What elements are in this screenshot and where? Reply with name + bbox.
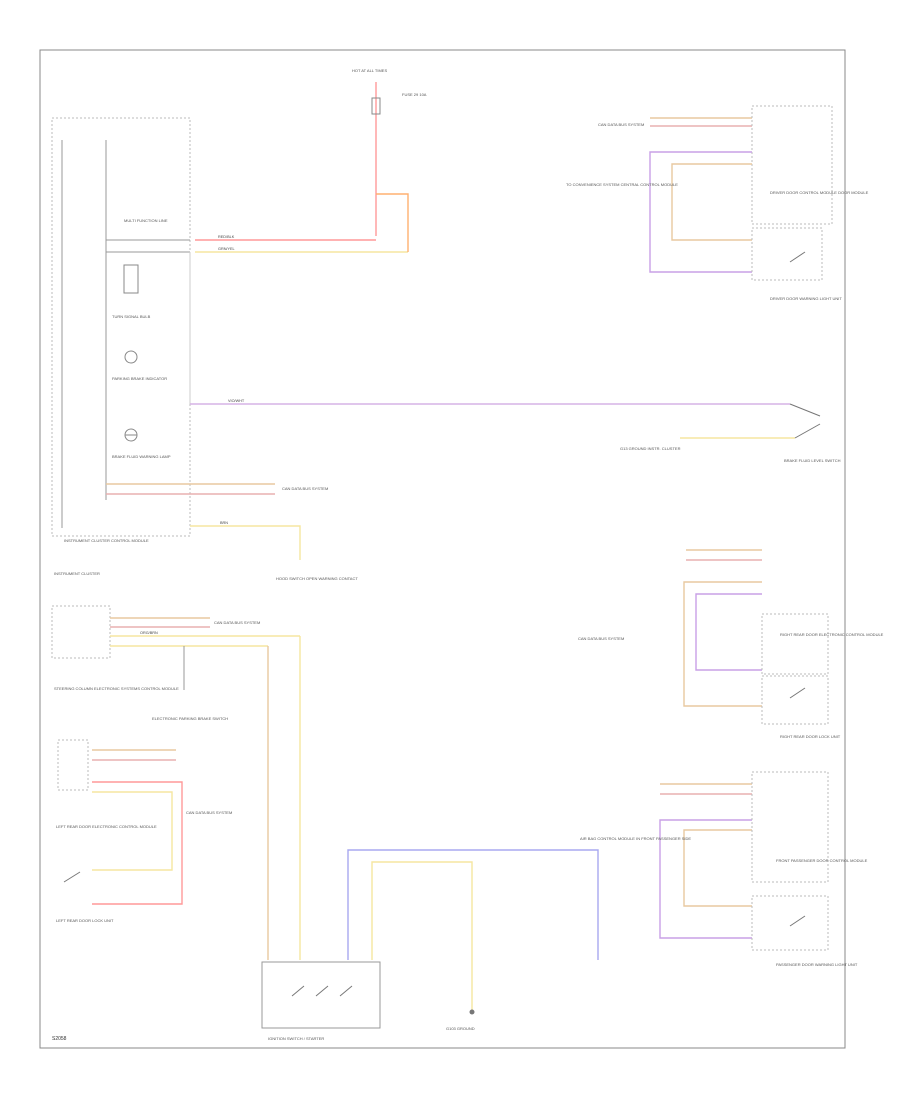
to-comfort-module-label: TO CONVENIENCE SYSTEM CENTRAL CONTROL MO… — [566, 182, 678, 187]
wire-label-vio-wht: VIO/WHT — [228, 399, 245, 403]
ignition-switch-box — [261, 961, 381, 1029]
diagram-code: S2058 — [52, 1036, 67, 1042]
hot-at-all-times-label: HOT AT ALL TIMES — [352, 68, 387, 73]
can-data-bus-top-label: CAN DATA BUS SYSTEM — [598, 122, 644, 127]
ignition-switch-label: IGNITION SWITCH / STARTER — [268, 1036, 324, 1041]
ground-g1-label: G13 GROUND INSTR. CLUSTER — [620, 446, 681, 451]
blue-wire — [347, 849, 599, 960]
fuse-block-label: FUSE 29 10A — [402, 92, 427, 97]
electronic-switch-label: ELECTRONIC PARKING BRAKE SWITCH — [152, 716, 228, 721]
instrument-cluster-label: INSTRUMENT CLUSTER — [54, 571, 100, 576]
can-data-bus-mid-label: CAN DATA BUS SYSTEM — [282, 486, 328, 491]
brake-fluid-switch-symbol — [789, 403, 821, 417]
fuse-symbol — [371, 97, 381, 115]
multifunction-line-label: MULTI FUNCTION LINE — [124, 218, 168, 223]
ground-g2-label: G103 GROUND — [446, 1026, 475, 1031]
driver-door-module-label: DRIVER DOOR CONTROL MODULE DOOR MODULE — [770, 190, 869, 195]
can-data-bus-right1-label: CAN DATA BUS SYSTEM — [186, 810, 232, 815]
left-rear-lock-label: LEFT REAR DOOR LOCK UNIT — [56, 918, 114, 923]
wire-label-grn-yel: GRN/YEL — [218, 247, 235, 251]
instrument-cluster-block — [51, 117, 191, 537]
wire-label-brn: BRN — [220, 521, 228, 525]
cluster-control-module-label: INSTRUMENT CLUSTER CONTROL MODULE — [64, 538, 149, 543]
can-data-bus-left-label: CAN DATA BUS SYSTEM — [214, 620, 260, 625]
turn-signal-bulb-label: TURN SIGNAL BULB — [112, 314, 151, 319]
right-rear-lock-label: RIGHT REAR DOOR LOCK UNIT — [780, 734, 841, 739]
driver-door-purple-wire — [649, 151, 752, 273]
brake-fluid-switch-label: BRAKE FLUID LEVEL SWITCH — [784, 458, 841, 463]
wire-label-org-brn: ORG/BRN — [140, 631, 158, 635]
hood-switch-label: HOOD SWITCH OPEN WARNING CONTACT — [276, 576, 358, 581]
brake-fluid-indicator-label: BRAKE FLUID WARNING LAMP — [112, 454, 171, 459]
driver-door-switch-label: DRIVER DOOR WARNING LIGHT UNIT — [770, 296, 842, 301]
parking-brake-indicator-label: PARKING BRAKE INDICATOR — [112, 376, 167, 381]
air-bag-module-label: AIR BAG CONTROL MODULE IN FRONT PASSENGE… — [580, 836, 691, 841]
passenger-lock-label: PASSENGER DOOR WARNING LIGHT UNIT — [776, 962, 858, 967]
left-rear-module-label: LEFT REAR DOOR ELECTRONIC CONTROL MODULE — [56, 824, 157, 829]
wire-label-red-blk: RED/BLK — [218, 235, 235, 239]
diagram-frame — [39, 49, 846, 1049]
passenger-module-label: FRONT PASSENGER DOOR CONTROL MODULE — [776, 858, 868, 863]
steering-module-label: STEERING COLUMN ELECTRONIC SYSTEMS CONTR… — [54, 686, 179, 691]
right-rear-module-label: RIGHT REAR DOOR ELECTRONIC CONTROL MODUL… — [780, 632, 884, 637]
can-data-bus-right2-label: CAN DATA BUS SYSTEM — [578, 636, 624, 641]
